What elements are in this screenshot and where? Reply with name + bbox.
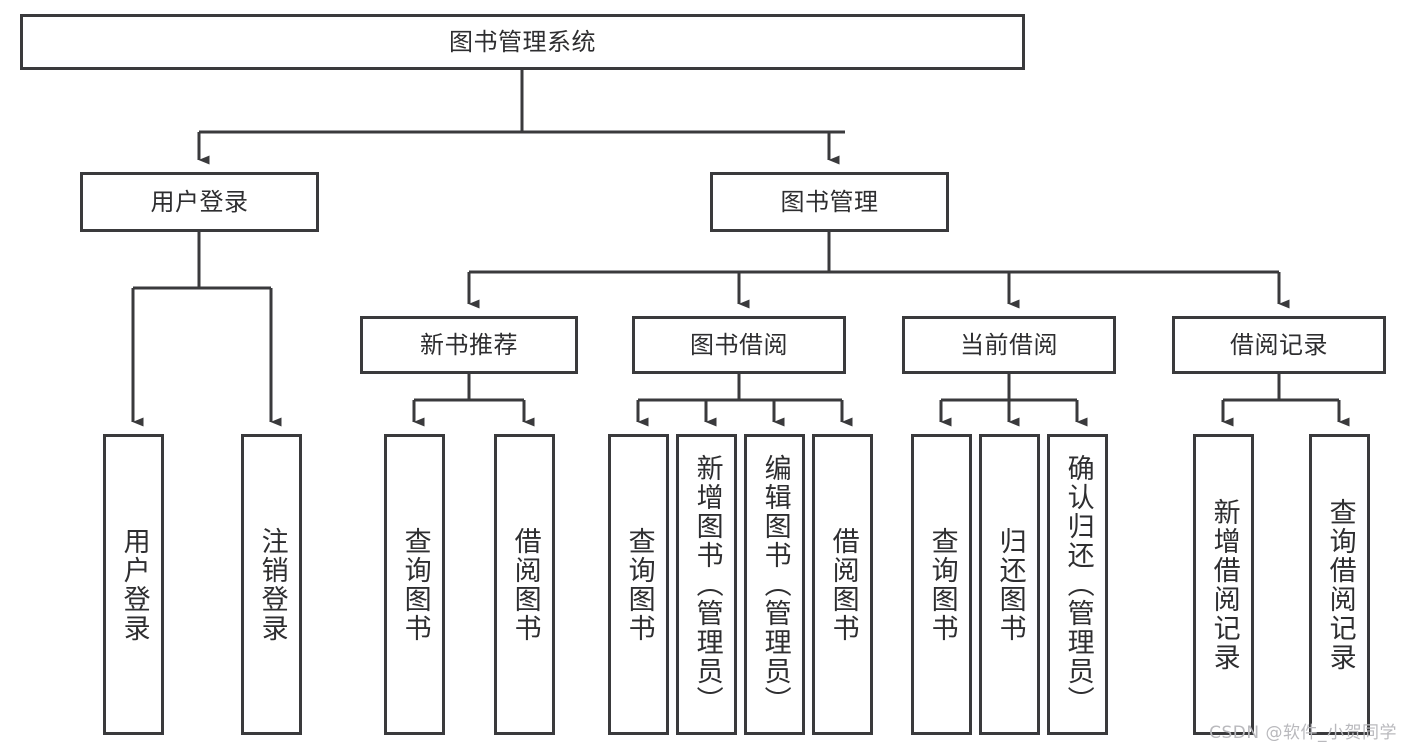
- leaf-records-add-record-label: 新增借阅记录: [1208, 497, 1240, 672]
- leaf-borrow-edit-book-admin[interactable]: 编辑图书（管理员）: [744, 434, 805, 735]
- leaf-current-return-book-label: 归还图书: [994, 526, 1026, 643]
- node-current-borrow[interactable]: 当前借阅: [902, 316, 1116, 374]
- node-book-borrow[interactable]: 图书借阅: [632, 316, 846, 374]
- leaf-borrow-borrow-book-label: 借阅图书: [827, 526, 859, 643]
- leaf-user-login-logout-label: 注销登录: [256, 526, 288, 643]
- leaf-records-add-record[interactable]: 新增借阅记录: [1193, 434, 1254, 735]
- leaf-borrow-add-book-admin-label: 新增图书（管理员）: [691, 454, 723, 715]
- leaf-borrow-query-book[interactable]: 查询图书: [608, 434, 669, 735]
- leaf-recommend-borrow-book-label: 借阅图书: [509, 526, 541, 643]
- leaf-borrow-borrow-book[interactable]: 借阅图书: [812, 434, 873, 735]
- node-book-management-label: 图书管理: [780, 187, 879, 216]
- leaf-borrow-query-book-label: 查询图书: [623, 526, 655, 643]
- leaf-current-return-book[interactable]: 归还图书: [979, 434, 1040, 735]
- leaf-current-confirm-return-admin-label: 确认归还（管理员）: [1062, 454, 1094, 715]
- leaf-current-confirm-return-admin[interactable]: 确认归还（管理员）: [1047, 434, 1108, 735]
- node-new-book-recommend-label: 新书推荐: [420, 330, 518, 359]
- leaf-user-login-logout[interactable]: 注销登录: [241, 434, 302, 735]
- node-user-login-label: 用户登录: [150, 187, 249, 216]
- leaf-current-query-book-label: 查询图书: [926, 526, 958, 643]
- leaf-borrow-edit-book-admin-label: 编辑图书（管理员）: [759, 454, 791, 715]
- leaf-user-login-login-label: 用户登录: [118, 526, 150, 643]
- node-book-management[interactable]: 图书管理: [710, 172, 949, 232]
- leaf-user-login-login[interactable]: 用户登录: [103, 434, 164, 735]
- leaf-records-query-record-label: 查询借阅记录: [1324, 497, 1356, 672]
- leaf-recommend-borrow-book[interactable]: 借阅图书: [494, 434, 555, 735]
- node-root[interactable]: 图书管理系统: [20, 14, 1025, 70]
- node-new-book-recommend[interactable]: 新书推荐: [360, 316, 578, 374]
- csdn-watermark: CSDN @软件_小贺同学: [1209, 723, 1397, 743]
- node-current-borrow-label: 当前借阅: [960, 330, 1058, 359]
- leaf-recommend-query-book[interactable]: 查询图书: [384, 434, 445, 735]
- leaf-current-query-book[interactable]: 查询图书: [911, 434, 972, 735]
- leaf-borrow-add-book-admin[interactable]: 新增图书（管理员）: [676, 434, 737, 735]
- node-user-login[interactable]: 用户登录: [80, 172, 319, 232]
- node-book-borrow-label: 图书借阅: [690, 330, 788, 359]
- leaf-recommend-query-book-label: 查询图书: [399, 526, 431, 643]
- node-borrow-records[interactable]: 借阅记录: [1172, 316, 1386, 374]
- node-borrow-records-label: 借阅记录: [1230, 330, 1328, 359]
- node-root-label: 图书管理系统: [449, 27, 596, 56]
- leaf-records-query-record[interactable]: 查询借阅记录: [1309, 434, 1370, 735]
